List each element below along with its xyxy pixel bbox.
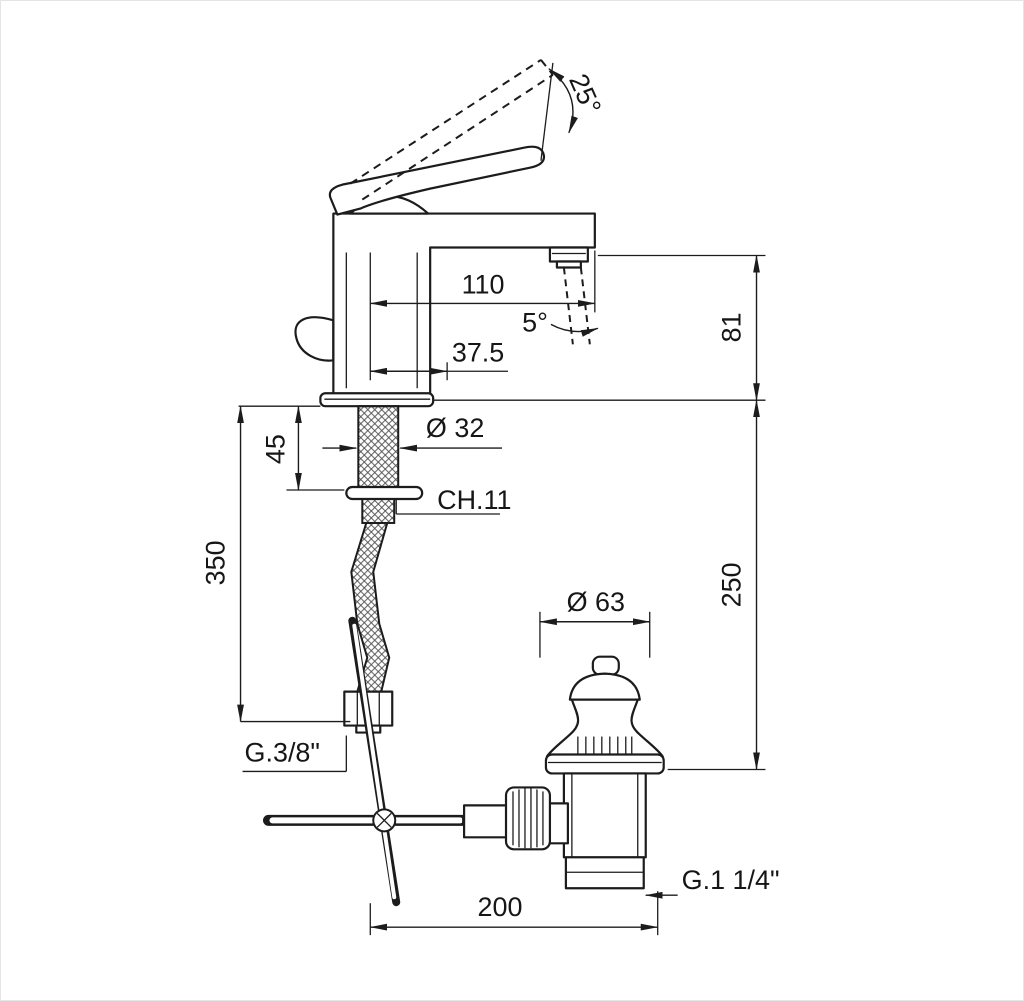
waste-funnel-right xyxy=(630,698,664,758)
label-shank-diameter: Ø 32 xyxy=(426,413,484,443)
drain-assembly xyxy=(462,655,665,890)
stream-line xyxy=(579,267,591,345)
aerator xyxy=(548,246,589,263)
mounting-hardware xyxy=(238,399,766,734)
waste-cap-dome xyxy=(568,672,641,701)
faucet-handle xyxy=(328,145,546,216)
label-spout-offset: 37.5 xyxy=(452,337,504,367)
label-stream-angle: 5° xyxy=(522,307,548,337)
knurled-ball-nut xyxy=(504,786,552,851)
label-wrench-size: CH.11 xyxy=(437,485,511,515)
label-spout-reach: 110 xyxy=(462,269,505,299)
swing-arc xyxy=(548,68,578,134)
label-height-above-deck: 81 xyxy=(717,312,747,342)
faucet-body xyxy=(294,195,596,408)
pop-up-knob xyxy=(294,316,335,362)
stream-line xyxy=(562,267,574,345)
dimension-annotations: 110 37.5 81 250 45 350 Ø 32 CH.11 Ø 63 G… xyxy=(201,250,780,936)
pop-up-linkage xyxy=(262,616,473,907)
ghost-handle-bottom xyxy=(361,74,554,201)
stream-angle-arc xyxy=(550,323,599,337)
label-hose-length: 350 xyxy=(201,540,231,585)
label-supply-thread: G.3/8" xyxy=(245,737,320,767)
waste-body xyxy=(562,772,647,859)
handle-lever xyxy=(328,145,546,216)
pop-up-pull-rod-fill xyxy=(352,623,397,900)
knurl-lines xyxy=(512,788,544,849)
body-spout-outline xyxy=(332,212,596,395)
water-stream: 5° xyxy=(522,267,599,345)
label-installation-depth: 250 xyxy=(717,562,747,607)
threaded-shank-lower xyxy=(361,498,396,524)
clamp-screw-cross xyxy=(376,812,392,828)
label-drain-offset: 200 xyxy=(478,892,523,922)
rod-stem xyxy=(462,804,512,839)
ghost-handle-top xyxy=(349,59,542,185)
swing-radius-line xyxy=(540,62,554,161)
aerator-tip xyxy=(555,260,582,269)
waste-slots xyxy=(577,736,633,756)
label-deck-thickness: 45 xyxy=(260,434,290,464)
waste-funnel-left xyxy=(545,698,580,758)
threaded-shank xyxy=(357,405,400,489)
waste-cap-knob xyxy=(591,655,620,676)
clamp-washer xyxy=(345,485,424,501)
label-waste-diameter: Ø 63 xyxy=(567,587,625,617)
label-waste-thread: G.1 1/4" xyxy=(682,865,780,895)
waste-flange xyxy=(544,753,665,775)
label-handle-swing-angle: 25° xyxy=(563,69,607,118)
